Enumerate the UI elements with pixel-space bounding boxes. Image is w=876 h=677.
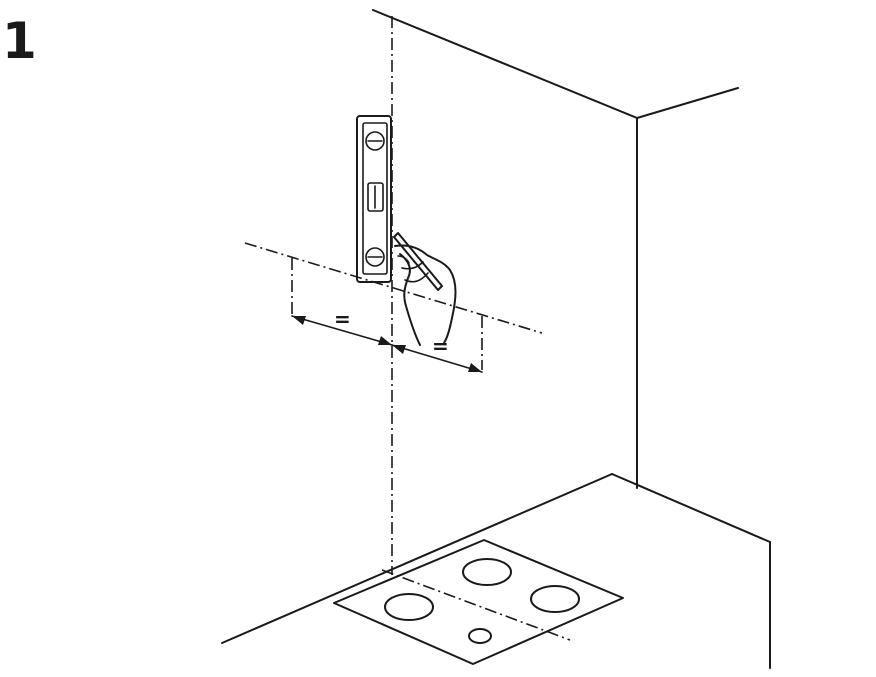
cooktop <box>333 539 624 665</box>
worktop <box>221 473 771 669</box>
dimension-arrow-left <box>291 315 393 346</box>
burner-back-left <box>462 558 512 586</box>
burner-back-right <box>530 585 580 613</box>
spirit-level <box>356 115 392 283</box>
hand-with-pencil <box>393 232 457 346</box>
horizontal-reference-line <box>244 242 543 334</box>
step-number: 1 <box>2 12 37 70</box>
dimension-arrow-right <box>391 344 483 373</box>
hob-centre-line <box>381 569 571 641</box>
wall-corner <box>372 9 739 489</box>
dimension-label-left: = <box>334 307 351 331</box>
burner-front-left <box>384 593 434 621</box>
burner-front-small <box>468 628 492 644</box>
